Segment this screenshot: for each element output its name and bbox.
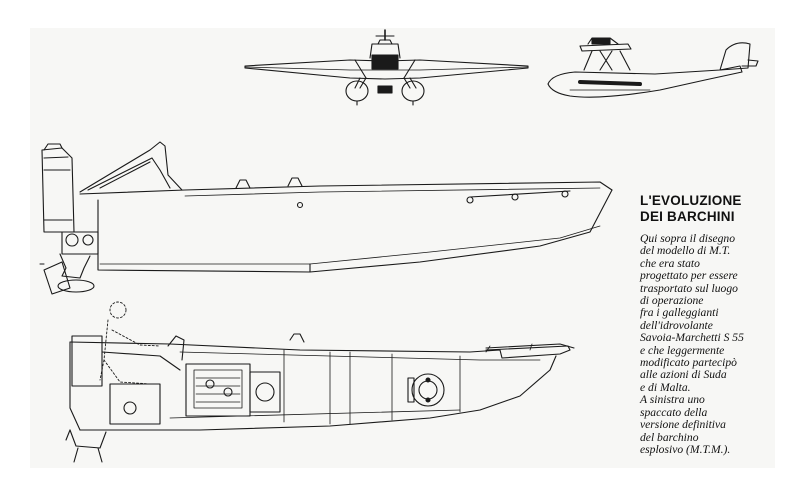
boat-mtm-cutaway [65, 301, 575, 463]
caption-line: esplosivo (M.T.M.). [640, 442, 731, 456]
caption-text: Qui sopra il disegno del modello di M.T.… [640, 232, 780, 456]
caption-title-line: L'EVOLUZIONE [640, 193, 742, 208]
caption-line: modificato partecipò [640, 356, 737, 370]
caption-line: e di Malta. [640, 380, 691, 394]
caption-line: alle azioni di Suda [640, 368, 727, 382]
seaplane-side-view [547, 37, 759, 98]
boat-mt-profile [39, 141, 613, 295]
caption-line: A sinistra uno [640, 393, 705, 407]
caption-title-line: DEI BARCHINI [640, 209, 735, 224]
caption-line: progettato per essere [640, 269, 738, 283]
caption-line: di operazione [640, 294, 704, 308]
seaplane-front-view [244, 29, 529, 106]
caption-title: L'EVOLUZIONE DEI BARCHINI [640, 193, 742, 225]
caption-line: dell'idrovolante [640, 318, 713, 332]
paper-sheet [30, 28, 775, 468]
caption-line: trasportato sul luogo [640, 281, 738, 295]
caption-line: versione definitiva [640, 418, 726, 432]
caption-line: Qui sopra il disegno [640, 232, 736, 245]
caption-line: che era stato [640, 256, 700, 270]
caption-line: del barchino [640, 430, 699, 444]
caption-line: del modello di M.T. [640, 244, 731, 258]
caption-line: Savoia-Marchetti S 55 [640, 331, 744, 345]
caption-line: spaccato della [640, 405, 708, 419]
caption-line: e che leggermente [640, 343, 725, 357]
caption-line: fra i galleggianti [640, 306, 719, 320]
